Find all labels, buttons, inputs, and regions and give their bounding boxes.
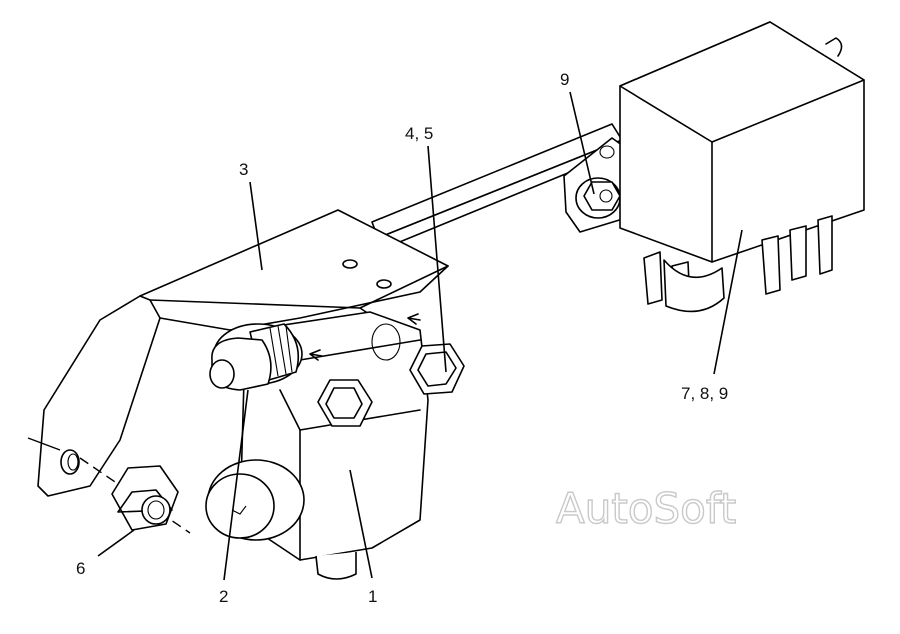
nut [111,465,179,531]
callout-3: 3 [239,160,248,179]
plunger [209,323,303,391]
bracket-plate [37,209,449,497]
callout-7-8-9: 7, 8, 9 [681,384,728,403]
bolt-right [409,343,465,395]
callout-9: 9 [560,70,569,89]
leader-lines [97,91,743,581]
callout-6: 6 [76,559,85,578]
bolt-left [317,379,373,427]
callout-2: 2 [219,587,228,606]
relay [619,21,865,313]
relay-bracket [563,137,627,233]
callout-1: 1 [368,587,377,606]
callout-4-5: 4, 5 [405,124,433,143]
watermark-text: AutoSoft [556,484,736,533]
